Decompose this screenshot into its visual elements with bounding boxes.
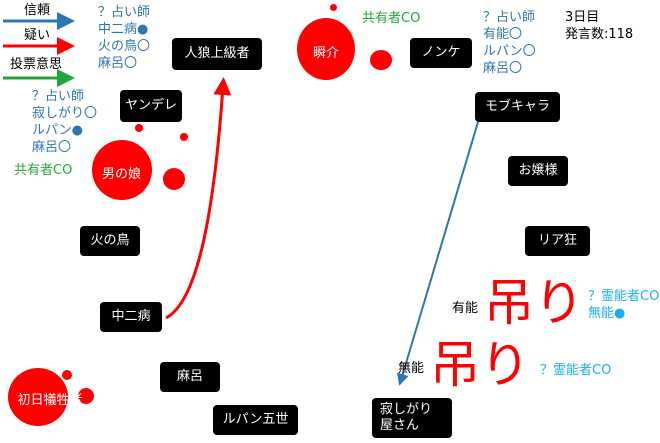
note-line: 中二病● <box>98 22 149 37</box>
trust-arrow-mob-to-sabishi <box>396 121 479 386</box>
hanged-mark: 吊り <box>484 274 584 332</box>
legend-doubt-label: 疑い <box>24 28 51 43</box>
note-line: ？霊能者CO <box>588 289 660 304</box>
role-label-yuno: 有能 <box>452 301 479 316</box>
player-ojou[interactable]: お嬢様 <box>508 156 568 186</box>
player-riakyo[interactable]: リア狂 <box>525 226 590 256</box>
co-note: 共有者CO <box>362 11 421 26</box>
player-shunsuke[interactable]: 瞬介 <box>313 46 340 61</box>
day-label: 3日目 <box>565 10 600 25</box>
note-line: ？占い師 <box>483 10 536 25</box>
player-sabishi[interactable]: 寂しがり 屋さん <box>372 398 452 438</box>
day-info: 3日目発言数:118 <box>565 9 633 43</box>
player-chuni[interactable]: 中二病 <box>100 302 162 332</box>
note-line: 無能● <box>588 306 626 321</box>
player-hinotori[interactable]: 火の鳥 <box>80 226 140 256</box>
note-line: 麻呂〇 <box>32 140 72 155</box>
legend-trust-label: 信頼 <box>24 3 51 18</box>
legend-vote-label: 投票意思 <box>10 57 63 72</box>
player-nonke[interactable]: ノンケ <box>410 38 472 68</box>
medium-note: ？霊能者CO <box>540 363 612 378</box>
co-note: 共有者CO <box>14 163 73 178</box>
note-line: 麻呂〇 <box>483 61 523 76</box>
note-line: 麻呂〇 <box>98 56 138 71</box>
note-line: 火の鳥〇 <box>98 39 151 54</box>
medium-note: ？霊能者CO 無能● <box>588 288 659 322</box>
player-shonichi[interactable]: 初日犠牲者 <box>17 392 83 408</box>
player-otokonoko[interactable]: 男の娘 <box>102 167 142 182</box>
note-line: 寂しがり〇 <box>32 106 98 121</box>
role-label-muno: 無能 <box>398 361 425 376</box>
doubt-arrow-chuni-to-jinro <box>165 77 232 320</box>
player-yandere[interactable]: ヤンデレ <box>120 90 182 122</box>
post-count: 発言数:118 <box>565 27 634 42</box>
note-list: ？占い師寂しがり〇ルパン● 麻呂〇 <box>32 88 97 156</box>
note-list: ？占い師中二病● 火の鳥〇麻呂〇 <box>98 4 150 72</box>
note-line: ？占い師 <box>32 89 85 104</box>
hanged-mark: 吊り <box>430 336 530 394</box>
note-line: 有能〇 <box>483 27 523 42</box>
player-maro[interactable]: 麻呂 <box>160 362 220 392</box>
note-list: ？占い師有能〇ルパン〇麻呂〇 <box>483 9 536 77</box>
note-line: ルパン● <box>32 123 83 138</box>
player-mob[interactable]: モブキャラ <box>475 92 560 122</box>
player-jinro[interactable]: 人狼上級者 <box>172 38 262 70</box>
note-line: ルパン〇 <box>483 44 536 59</box>
note-line: ？占い師 <box>98 5 151 20</box>
player-lupin[interactable]: ルパン五世 <box>213 405 298 435</box>
